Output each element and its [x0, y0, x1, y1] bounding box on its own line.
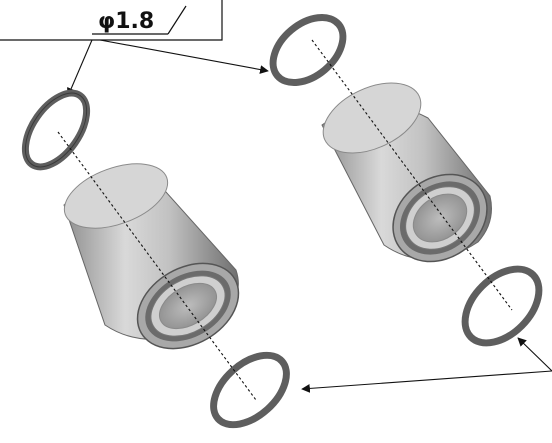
axis-line-left	[57, 131, 257, 401]
bushing-left-top-face	[63, 163, 169, 229]
leader-line-left-top	[67, 39, 93, 97]
callout-frame	[0, 0, 223, 41]
left-assembly	[21, 89, 290, 429]
diameter-callout: φ1.8	[0, 0, 223, 41]
leader-line-right-top	[99, 39, 269, 74]
axis-line-right	[311, 39, 513, 311]
o-ring-right-bottom	[461, 265, 543, 347]
o-ring-left-top-shade	[24, 92, 88, 168]
bushing-right-top-face	[322, 82, 422, 154]
callout-leader-tick	[167, 5, 187, 35]
leader-line-left-bottom	[301, 370, 552, 393]
right-assembly	[269, 13, 543, 347]
o-ring-right-top	[269, 13, 347, 87]
o-ring-left-top	[21, 89, 91, 171]
diameter-label: φ1.8	[98, 9, 154, 34]
bushing-left-bore	[159, 282, 217, 330]
leader-line-right-bottom	[517, 337, 552, 372]
o-ring-left-bottom	[210, 351, 290, 429]
